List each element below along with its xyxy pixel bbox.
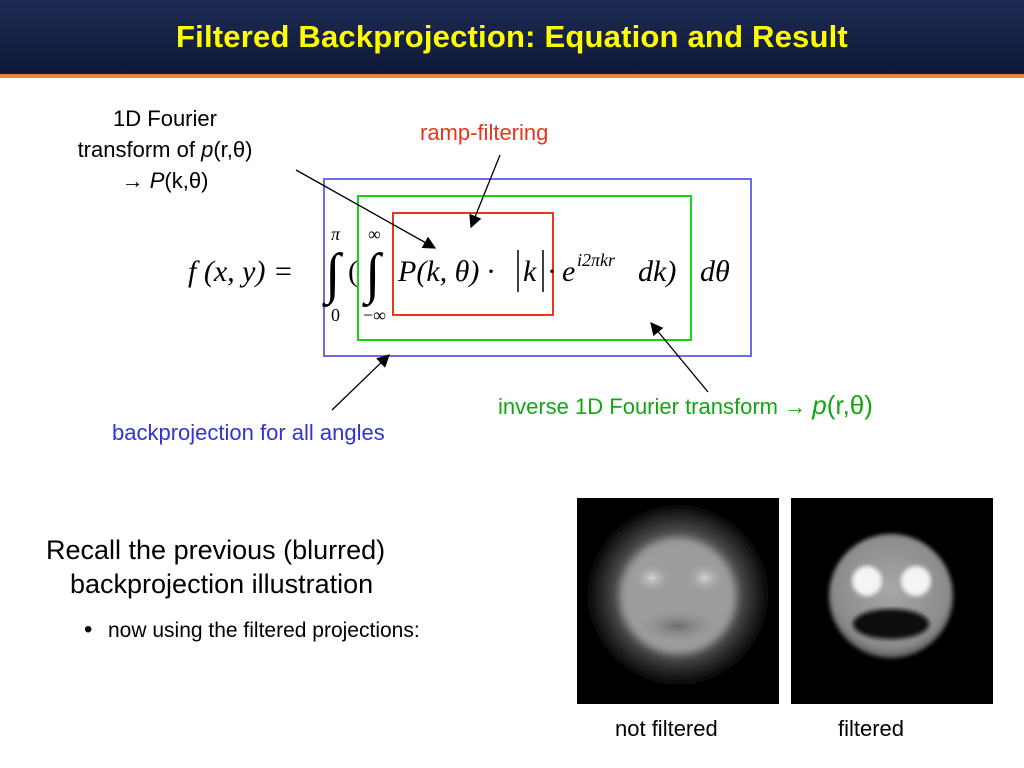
inverse-label-p: p	[812, 390, 827, 420]
fourier-arrow	[295, 169, 437, 249]
abs-k: k	[523, 255, 537, 288]
ramp-filter-box	[392, 212, 554, 316]
exp-power: i2πkr	[577, 250, 616, 270]
fourier-label-args: (r,θ)	[213, 137, 253, 162]
inner-integral-upper: ∞	[368, 224, 381, 244]
inverse-label-text: inverse 1D Fourier transform	[498, 394, 778, 419]
fourier-transform-label: 1D Fourier transform of p(r,θ) → P(k,θ)	[40, 103, 290, 196]
inverse-arrow	[650, 321, 709, 393]
inner-integral-sign: ∫	[362, 243, 384, 308]
fourier-label-line1: 1D Fourier	[113, 106, 217, 131]
ramp-arrow	[469, 154, 501, 229]
dtheta-term: dθ	[700, 255, 730, 288]
inverse-fourier-label: inverse 1D Fourier transform → p(r,θ)	[498, 390, 873, 421]
filtered-caption: filtered	[838, 716, 905, 741]
fourier-label-P: P	[149, 168, 165, 193]
recall-text: Recall the previous (blurred) backprojec…	[46, 533, 385, 601]
not-filtered-caption: not filtered	[615, 716, 718, 741]
fourier-label-kargs: (k,θ)	[164, 168, 209, 193]
fourier-label-arrow-icon: →	[121, 168, 144, 193]
integrand: P(k, θ) ·	[397, 255, 494, 288]
inverse-fourier-box	[357, 195, 692, 341]
backprojection-arrow	[331, 354, 390, 411]
fourier-label-p: p	[201, 137, 214, 162]
inverse-label-args: (r,θ)	[826, 390, 873, 420]
mult-dot: ·	[547, 255, 557, 288]
recall-line2: backprojection illustration	[70, 569, 374, 599]
outer-integral-sign: ∫	[322, 243, 344, 308]
dk-term: dk)	[638, 255, 676, 288]
filtered-image	[791, 498, 993, 704]
outer-integral-upper: π	[331, 224, 341, 244]
exp-base: e	[562, 255, 575, 288]
bullet-text: now using the filtered projections:	[108, 619, 420, 642]
backprojection-label: backprojection for all angles	[112, 420, 385, 445]
backprojection-box	[323, 178, 752, 357]
inner-integral-lower: −∞	[363, 305, 386, 325]
fourier-label-line3: → P(k,θ)	[40, 165, 290, 196]
fourier-label-line2: transform of p(r,θ)	[40, 134, 290, 165]
bullet-icon: •	[84, 616, 93, 643]
outer-integral-lower: 0	[331, 305, 340, 325]
bullet-item: • now using the filtered projections:	[84, 616, 420, 644]
recall-line1: Recall the previous (blurred)	[46, 535, 386, 565]
slide-title: Filtered Backprojection: Equation and Re…	[176, 19, 848, 54]
not-filtered-image	[577, 498, 779, 704]
inverse-label-arrow-icon: →	[784, 394, 807, 419]
open-paren: (	[348, 255, 358, 288]
ramp-filtering-label: ramp-filtering	[420, 120, 549, 145]
equation-lhs: f (x, y) =	[188, 255, 293, 288]
title-bar: Filtered Backprojection: Equation and Re…	[0, 0, 1024, 78]
fourier-label-prefix: transform of	[77, 137, 195, 162]
